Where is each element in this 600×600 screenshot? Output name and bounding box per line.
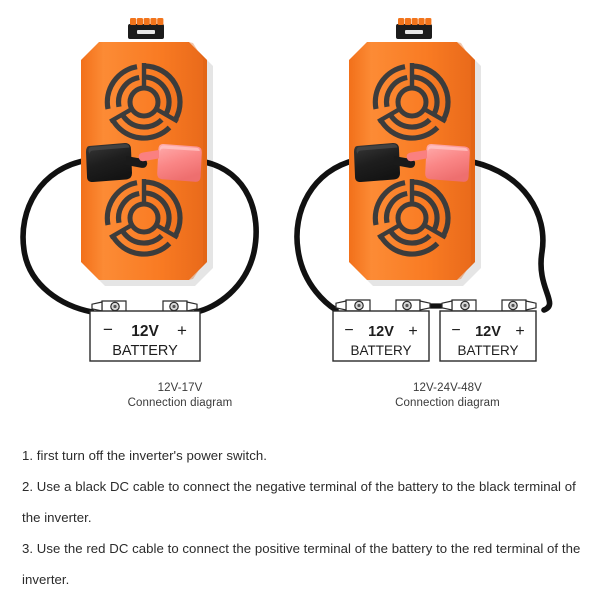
svg-text:−: − — [344, 322, 353, 339]
svg-text:BATTERY: BATTERY — [350, 343, 411, 358]
instruction-step-2: 2. Use a black DC cable to connect the n… — [22, 479, 576, 525]
svg-text:+: + — [177, 321, 187, 340]
connection-diagram-illustration: − 12V + BATTERY — [20, 0, 553, 362]
diagram-left: − 12V + BATTERY — [20, 18, 259, 362]
battery-left-1: − 12V + BATTERY — [89, 310, 201, 362]
caption-right-line1: 12V-24V-48V — [413, 382, 482, 394]
svg-text:12V: 12V — [368, 324, 394, 340]
diagram-right: − 12V + BATTERY − 12V + BATTERY — [294, 18, 553, 362]
battery-right-2: − 12V + BATTERY — [439, 310, 537, 362]
battery-right-1-terminal-positive — [395, 299, 431, 312]
cable-positive-right — [470, 159, 553, 313]
caption-right-line2: Connection diagram — [395, 397, 500, 409]
svg-text:−: − — [103, 320, 113, 339]
caption-left-line1: 12V-17V — [157, 382, 203, 394]
cable-negative-right — [294, 157, 359, 313]
cable-positive-left — [193, 159, 259, 315]
battery-right-1-terminal-negative — [335, 299, 371, 312]
svg-text:BATTERY: BATTERY — [112, 343, 178, 359]
inverter-right — [349, 18, 481, 286]
caption-right-diagram: 12V-24V-48V Connection diagram — [340, 381, 555, 411]
svg-text:12V: 12V — [131, 323, 159, 340]
svg-text:+: + — [515, 323, 524, 340]
svg-text:−: − — [451, 322, 460, 339]
svg-text:+: + — [408, 323, 417, 340]
instruction-list: 1. first turn off the inverter's power s… — [22, 440, 584, 595]
diagram-area: − 12V + BATTERY — [20, 0, 553, 362]
battery-right-2-terminal-negative — [441, 299, 477, 312]
svg-text:12V: 12V — [475, 324, 501, 340]
battery-right-2-terminal-positive — [501, 299, 537, 312]
svg-text:BATTERY: BATTERY — [457, 343, 518, 358]
instruction-step-3: 3. Use the red DC cable to connect the p… — [22, 541, 581, 587]
caption-left-line2: Connection diagram — [127, 397, 233, 409]
cable-negative-left — [20, 157, 95, 315]
battery-right-1: − 12V + BATTERY — [332, 310, 430, 362]
caption-left-diagram: 12V-17V Connection diagram — [75, 381, 285, 411]
instruction-step-1: 1. first turn off the inverter's power s… — [22, 448, 267, 463]
inverter-left — [81, 18, 213, 286]
